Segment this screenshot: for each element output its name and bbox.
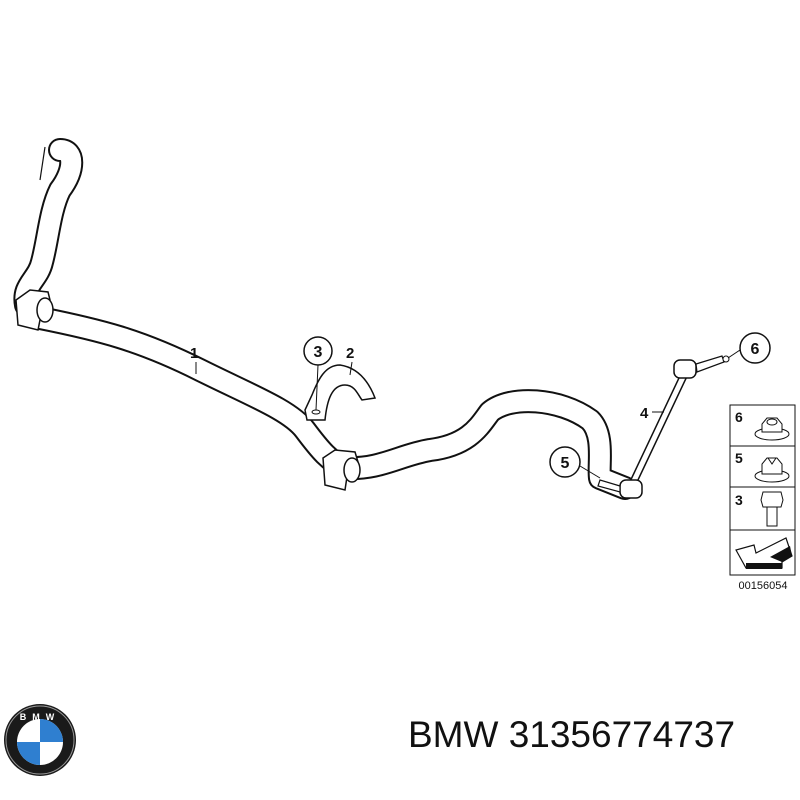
callout-4: 4	[640, 405, 664, 422]
svg-text:1: 1	[190, 345, 198, 362]
direction-arrow-icon	[735, 537, 793, 569]
svg-text:6: 6	[735, 409, 743, 425]
callout-5: 5	[549, 446, 601, 479]
svg-text:BMW: BMW	[20, 712, 61, 722]
callout-3: 3	[303, 336, 333, 411]
hardware-legend: 6 5 3 00156054	[729, 404, 796, 592]
stabilizer-bar	[13, 138, 637, 500]
callout-1: 1	[190, 345, 198, 374]
svg-text:6: 6	[751, 341, 760, 358]
part-number-caption: BMW 31356774737	[408, 714, 736, 755]
svg-text:3: 3	[314, 344, 323, 361]
stabilizer-link	[597, 355, 730, 499]
svg-text:5: 5	[735, 450, 743, 466]
bracket	[304, 364, 377, 421]
bushing-right	[322, 449, 361, 491]
callout-2: 2	[346, 345, 354, 376]
bushing-left	[15, 289, 54, 331]
callout-6: 6	[727, 332, 771, 364]
svg-text:3: 3	[735, 492, 743, 508]
svg-text:2: 2	[346, 345, 354, 362]
svg-text:5: 5	[561, 455, 570, 472]
self-locking-nut-icon	[754, 457, 790, 483]
bmw-logo: BMW	[4, 704, 76, 776]
diagram-code: 00156054	[739, 580, 788, 592]
hex-bolt-icon	[760, 491, 784, 527]
svg-text:4: 4	[640, 405, 649, 422]
flange-nut-icon	[754, 417, 790, 441]
